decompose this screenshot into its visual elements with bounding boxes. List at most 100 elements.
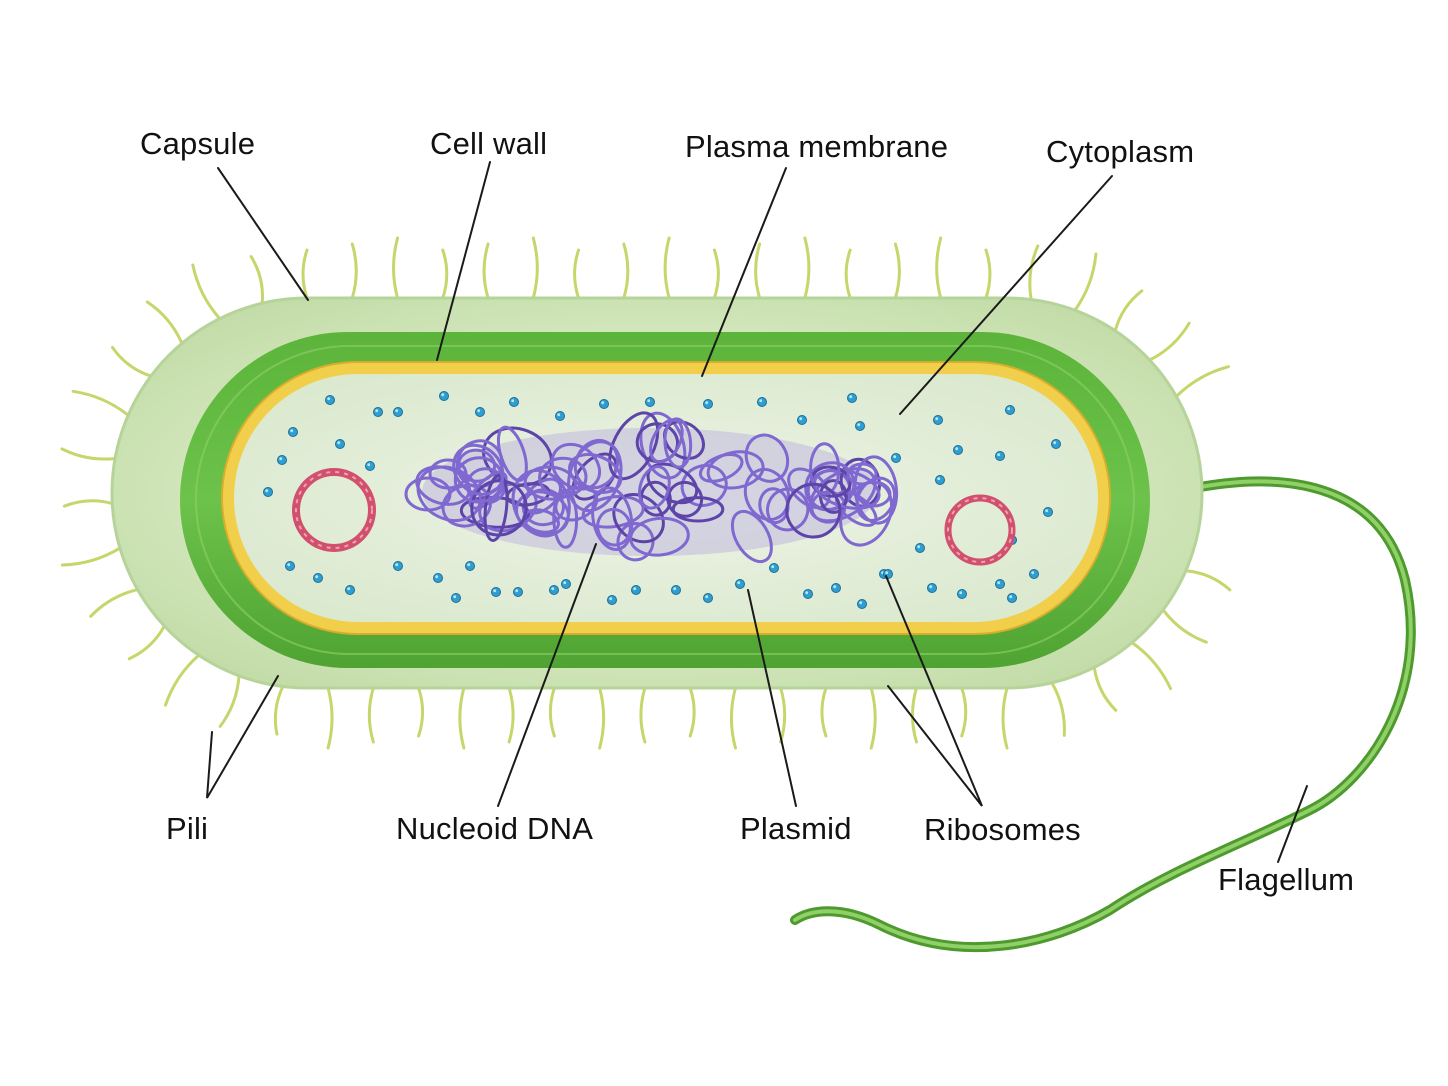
ribosome-icon — [439, 391, 449, 401]
leader-pili — [206, 675, 279, 799]
pilus-icon — [367, 686, 375, 744]
label-flagellum: Flagellum — [1218, 862, 1354, 897]
label-plasmid: Plasmid — [740, 811, 852, 846]
ribosome-icon — [703, 593, 713, 603]
pilus-icon — [417, 686, 425, 738]
ribosome-icon — [475, 407, 485, 417]
pilus-icon — [249, 255, 264, 305]
pilus-icon — [60, 447, 117, 461]
leader-plasma-membrane — [701, 167, 787, 377]
pilus-icon — [573, 248, 581, 300]
ribosome-icon — [513, 587, 523, 597]
ribosome-icon — [465, 561, 475, 571]
pilus-icon — [507, 686, 515, 744]
ribosome-icon — [313, 573, 323, 583]
pilus-icon — [1001, 686, 1009, 750]
pilus-icon — [1073, 252, 1098, 312]
leader-plasmid — [747, 589, 797, 807]
pilus-icon — [910, 686, 918, 744]
ribosome-icon — [735, 579, 745, 589]
label-cytoplasm: Cytoplasm — [1046, 134, 1194, 169]
label-ribosomes: Ribosomes — [924, 812, 1081, 847]
ribosome-icon — [365, 461, 375, 471]
ribosomes-group — [263, 391, 1061, 609]
ribosome-icon — [288, 427, 298, 437]
pilus-icon — [1028, 244, 1040, 301]
pilus-icon — [71, 389, 130, 417]
ribosome-icon — [995, 579, 1005, 589]
ribosome-icon — [995, 451, 1005, 461]
pilus-icon — [441, 248, 449, 300]
leader-capsule — [217, 167, 309, 301]
ribosome-icon — [757, 397, 767, 407]
nucleoid-dna — [404, 411, 899, 564]
ribosome-icon — [509, 397, 519, 407]
leader-flagellum — [1277, 785, 1308, 863]
pilus-icon — [458, 686, 466, 750]
pilus-icon — [754, 242, 762, 300]
pilus-icon — [712, 248, 720, 300]
pilus-icon — [639, 686, 647, 744]
label-pili: Pili — [166, 811, 208, 846]
leader-lines — [206, 161, 1308, 863]
pilus-icon — [218, 674, 241, 728]
label-nucleoid-dna: Nucleoid DNA — [396, 811, 593, 846]
ribosome-icon — [631, 585, 641, 595]
ribosome-icon — [769, 563, 779, 573]
plasmid-right — [944, 494, 1016, 566]
pilus-icon — [984, 248, 992, 300]
ribosome-icon — [335, 439, 345, 449]
pilus-icon — [729, 686, 737, 750]
pilus-icon — [392, 236, 400, 300]
pilus-icon — [622, 242, 630, 300]
pilus-icon — [350, 242, 358, 300]
pilus-icon — [89, 588, 140, 618]
ribosome-icon — [671, 585, 681, 595]
pilus-icon — [844, 248, 852, 300]
pilus-icon — [1148, 321, 1191, 362]
ribosome-icon — [277, 455, 287, 465]
ribosome-icon — [935, 475, 945, 485]
ribosome-icon — [857, 599, 867, 609]
pilus-icon — [598, 686, 606, 750]
pilus-icon — [869, 686, 877, 750]
label-cell-wall: Cell wall — [430, 126, 547, 161]
ribosome-icon — [1005, 405, 1015, 415]
pilus-icon — [60, 546, 122, 567]
pilus-icon — [1130, 641, 1173, 691]
pilus-icon — [779, 686, 787, 744]
pilus-icon — [110, 345, 153, 378]
pilus-icon — [127, 624, 166, 661]
ribosome-icon — [599, 399, 609, 409]
pilus-icon — [62, 499, 114, 508]
pilus-icon — [803, 236, 811, 300]
ribosome-icon — [325, 395, 335, 405]
ribosome-icon — [797, 415, 807, 425]
label-plasma-membrane: Plasma membrane — [685, 129, 948, 164]
ribosome-icon — [451, 593, 461, 603]
ribosome-icon — [1043, 507, 1053, 517]
pilus-icon — [1092, 665, 1118, 712]
leader-nucleoid-dna — [497, 543, 597, 807]
pilus-icon — [548, 686, 556, 738]
pilus-icon — [1050, 681, 1066, 737]
pilus-icon — [820, 686, 828, 738]
leader-cytoplasm — [899, 175, 1113, 415]
pilus-icon — [531, 236, 539, 300]
pili-group — [60, 236, 1232, 750]
ribosome-icon — [373, 407, 383, 417]
pilus-icon — [688, 686, 696, 738]
pilus-icon — [482, 242, 490, 300]
ribosome-icon — [393, 561, 403, 571]
ribosome-icon — [847, 393, 857, 403]
ribosome-icon — [883, 569, 893, 579]
leader-ribosomes — [885, 575, 983, 807]
ribosome-icon — [957, 589, 967, 599]
ribosome-icon — [1029, 569, 1039, 579]
pilus-icon — [191, 263, 222, 321]
ribosome-icon — [549, 585, 559, 595]
pilus-icon — [1161, 608, 1208, 644]
pilus-icon — [273, 685, 285, 736]
ribosome-icon — [393, 407, 403, 417]
